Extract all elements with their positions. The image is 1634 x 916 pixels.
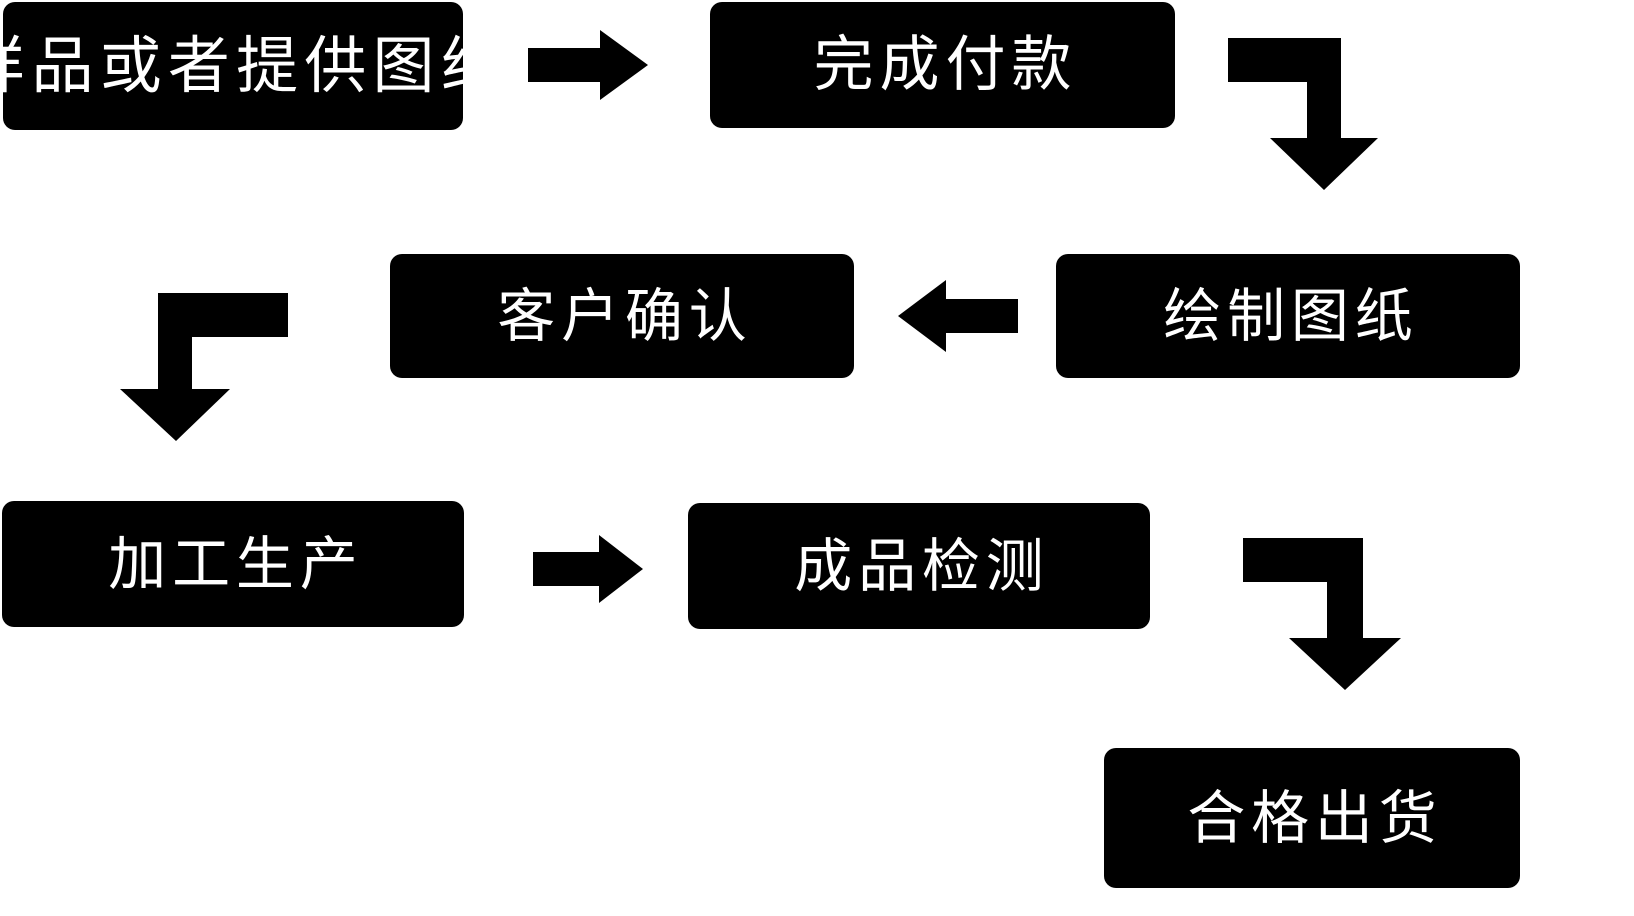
process-node-payment[interactable]: 完成付款 xyxy=(710,2,1175,128)
process-node-production[interactable]: 加工生产 xyxy=(2,501,464,627)
process-node-sample[interactable]: 样品或者提供图纸 xyxy=(0,2,503,130)
arrow-left-icon xyxy=(898,280,1018,352)
process-node-label: 样品或者提供图纸 xyxy=(0,29,509,102)
arrow-right-icon xyxy=(533,535,643,603)
process-node-label: 加工生产 xyxy=(108,530,364,598)
elbow-arrow-right-down-icon xyxy=(1243,538,1401,690)
elbow-arrow-right-down-icon xyxy=(1228,38,1378,190)
elbow-arrow-left-down-icon xyxy=(120,293,288,441)
process-node-label: 完成付款 xyxy=(813,30,1078,100)
arrow-right-icon xyxy=(528,30,648,100)
process-node-label: 成品检测 xyxy=(794,532,1050,600)
process-node-draw-blueprint[interactable]: 绘制图纸 xyxy=(1056,254,1520,378)
process-node-label: 合格出货 xyxy=(1187,784,1443,852)
process-node-inspection[interactable]: 成品检测 xyxy=(688,503,1150,629)
process-node-label: 绘制图纸 xyxy=(1163,282,1419,350)
process-node-customer-confirm[interactable]: 客户确认 xyxy=(390,254,854,378)
process-node-label: 客户确认 xyxy=(497,282,753,350)
process-node-shipment[interactable]: 合格出货 xyxy=(1104,748,1520,888)
